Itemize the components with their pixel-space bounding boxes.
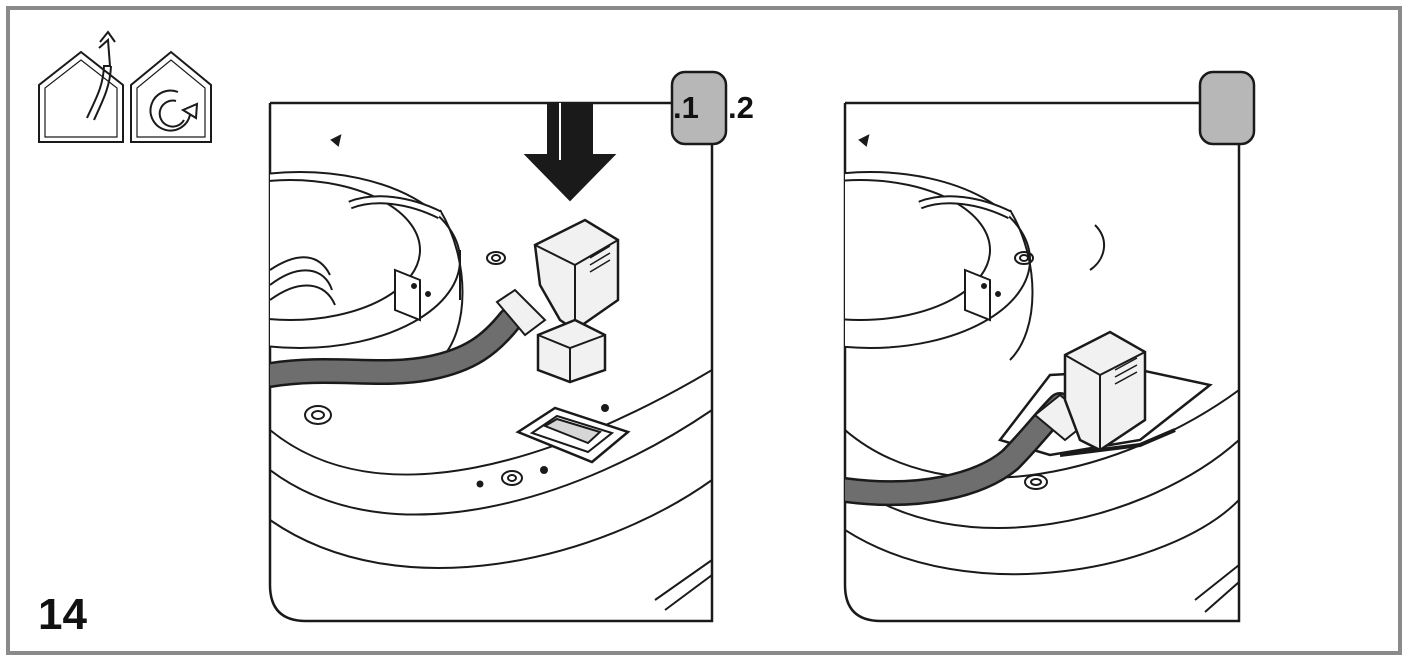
step-tab-1: [670, 70, 728, 146]
step-tab-1-label-part1: .1: [673, 90, 699, 125]
figure-number: 14: [38, 590, 87, 639]
step-tab-2: [1198, 70, 1256, 146]
step-tab-1-label-part2: .2: [728, 90, 754, 125]
right-panel: [843, 70, 1256, 623]
recirculation-mode-icon: [130, 50, 212, 143]
left-panel: [268, 70, 728, 623]
ducted-exhaust-mode-icon: [38, 30, 124, 143]
outer-frame: [6, 6, 1402, 655]
